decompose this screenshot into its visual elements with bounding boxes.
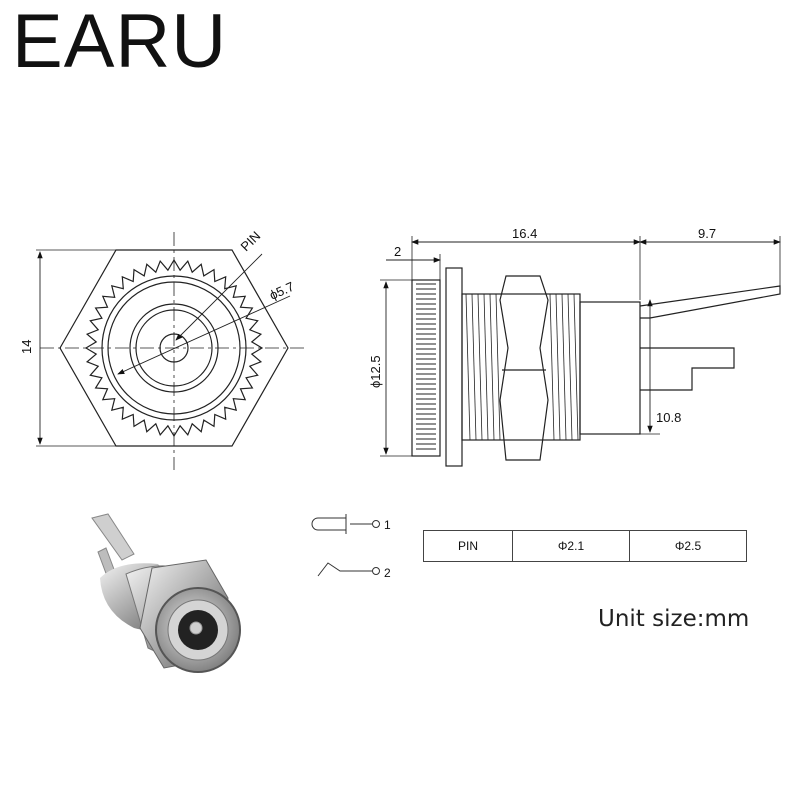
front-view	[36, 232, 308, 470]
barrel-inner-ring	[135, 309, 213, 387]
pin-table: PIN Φ2.1 Φ2.5	[423, 530, 747, 562]
lock-washer	[445, 267, 463, 467]
pin-2-symbol	[317, 562, 372, 577]
serrated-washer	[84, 258, 264, 438]
flange-width-label: 2	[394, 244, 401, 259]
pin-circle	[159, 333, 189, 363]
thread-lines	[465, 293, 579, 441]
pin-leader-line	[175, 253, 263, 341]
middle-terminal	[640, 347, 735, 391]
table-cell-pin: PIN	[423, 530, 513, 562]
table-cell-dia-2-1: Φ2.1	[512, 530, 630, 562]
pin-1-label: 1	[384, 518, 391, 532]
pin-1-symbol	[311, 517, 347, 531]
height-dim-label: 14	[19, 340, 34, 354]
pin-2-label: 2	[384, 566, 391, 580]
washer-ring-2	[107, 281, 241, 415]
knurl-lines	[416, 283, 436, 450]
hex-nut-side	[499, 275, 549, 461]
washer-inner-ring	[101, 275, 247, 421]
top-terminal	[639, 285, 781, 319]
photo-center-pin	[189, 621, 203, 635]
terminal-height-label: 10.8	[656, 410, 681, 425]
terminal-length-label: 9.7	[698, 226, 716, 241]
product-photo	[91, 513, 241, 673]
brand-logo-text: EARU	[12, 0, 228, 84]
body-length-label: 16.4	[512, 226, 537, 241]
thread-diameter-label: ϕ12.5	[368, 355, 383, 388]
unit-label: Unit size:mm	[598, 606, 750, 632]
photo-terminal-1	[91, 513, 135, 561]
knurled-flange	[411, 279, 441, 457]
pin-schematic	[311, 514, 380, 577]
barrel-outer-ring	[129, 303, 219, 393]
inner-diameter-label: ϕ5.7	[267, 279, 296, 303]
diameter-leader-line	[117, 295, 291, 375]
table-cell-dia-2-5: Φ2.5	[629, 530, 747, 562]
pin-label: PIN	[238, 228, 264, 254]
table-row: PIN Φ2.1 Φ2.5	[423, 530, 747, 562]
side-view	[380, 236, 781, 467]
rear-body	[579, 301, 641, 435]
